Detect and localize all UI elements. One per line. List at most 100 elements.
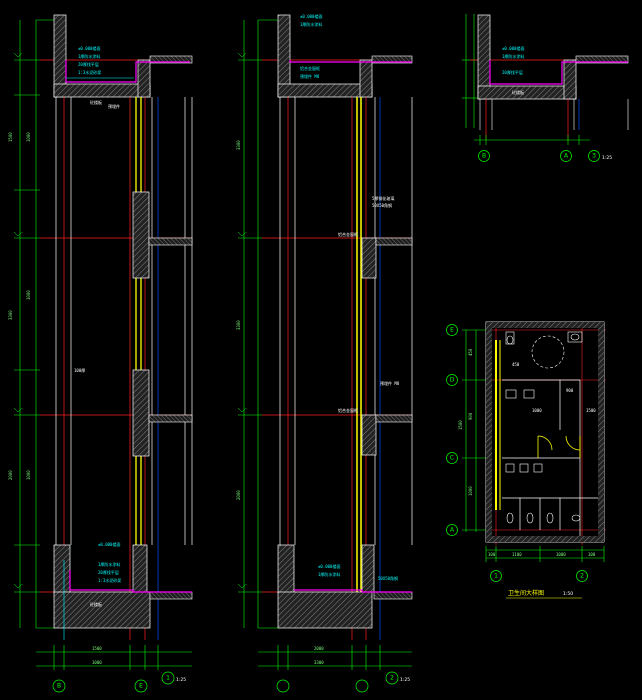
note: 1500 bbox=[586, 408, 596, 413]
note: ±0.000楼面 bbox=[318, 563, 340, 569]
dim-text: 1000 bbox=[26, 132, 31, 142]
annotations-a: ±0.000楼面 1厚防水涂料 20厚找平层 1:3水泥砂浆 砼楼板 预埋件 1… bbox=[74, 45, 121, 607]
level-marks-b bbox=[237, 52, 247, 589]
note: 50X50角钢 bbox=[378, 575, 398, 581]
plan-dimensions-bottom bbox=[485, 546, 605, 562]
svg-text:2: 2 bbox=[390, 675, 394, 682]
note: 1厚防水涂料 bbox=[300, 21, 322, 27]
note: 预埋件 M8 bbox=[300, 73, 320, 79]
plan-fixtures bbox=[505, 331, 583, 524]
dim-text: 1500 bbox=[8, 132, 13, 142]
note: 1厚防水涂料 bbox=[78, 53, 100, 59]
svg-text:1: 1 bbox=[166, 675, 170, 682]
slab-bottom-b bbox=[277, 591, 373, 629]
bottom-slab-right-a bbox=[149, 591, 193, 600]
axis-bubble-e: E bbox=[134, 679, 148, 693]
note: 1厚防水涂料 bbox=[318, 571, 340, 577]
beam-c bbox=[563, 59, 577, 100]
svg-text:1: 1 bbox=[494, 573, 498, 580]
slab-top-a bbox=[53, 83, 151, 98]
dimension-chain-left-c bbox=[462, 14, 478, 128]
svg-text:A: A bbox=[450, 527, 455, 534]
dim-text: 1000 bbox=[92, 660, 102, 665]
svg-text:B: B bbox=[482, 153, 486, 160]
dim-text: 1000 bbox=[26, 290, 31, 300]
dim-text: 3300 bbox=[236, 140, 241, 150]
note: 预埋件 bbox=[108, 103, 120, 109]
dim-text: 3300 bbox=[236, 320, 241, 330]
scale-text: 1:25 bbox=[400, 677, 410, 683]
mid-slab-2-a bbox=[148, 414, 193, 423]
note: 20厚找平层 bbox=[502, 69, 523, 75]
beam-top-b bbox=[359, 59, 373, 98]
floor-axis-lines-a bbox=[40, 59, 192, 593]
note: 20厚找平层 bbox=[98, 569, 119, 575]
section-detail-c: ±0.000楼面 1厚防水涂料 20厚找平层 砼楼板 B A 3 1:25 bbox=[462, 14, 629, 162]
mid-wall-2-a bbox=[132, 369, 150, 457]
dim-text: 1100 bbox=[512, 552, 522, 557]
mid-wall-2-b bbox=[361, 414, 377, 456]
note: 砼楼板 bbox=[512, 89, 524, 95]
axis-bubble-b-c: B bbox=[478, 150, 490, 162]
note: ±0.000楼面 bbox=[502, 45, 524, 51]
plan-doors bbox=[537, 435, 581, 458]
note: 铝合金窗框 bbox=[338, 231, 358, 237]
annotations-c: ±0.000楼面 1厚防水涂料 20厚找平层 砼楼板 bbox=[502, 45, 524, 95]
slab-top-b bbox=[277, 83, 373, 98]
wall-bottom-left-b bbox=[277, 544, 295, 594]
interior-lines-b bbox=[279, 97, 413, 640]
plan-outer-wall bbox=[485, 321, 605, 543]
plan-axis-2: 2 bbox=[576, 570, 588, 582]
plan-title-block: 卫生间大样图 1:50 bbox=[506, 589, 582, 599]
note: ±0.000楼面 bbox=[300, 13, 322, 19]
annotations-b: ±0.000楼面 1厚防水涂料 铝合金窗框 预埋件 M8 5厚钢化玻璃 50X5… bbox=[300, 13, 400, 581]
note: 450 bbox=[512, 362, 520, 367]
glazing-a bbox=[135, 97, 142, 548]
svg-text:3: 3 bbox=[592, 153, 596, 160]
dim-text: 3300 bbox=[8, 310, 13, 320]
note: 砼楼板 bbox=[90, 99, 102, 105]
scale-text: 1:25 bbox=[176, 677, 186, 683]
note: ±0.000楼面 bbox=[98, 541, 120, 547]
plan-scale: 1:50 bbox=[563, 591, 573, 597]
note: 1厚防水涂料 bbox=[502, 53, 524, 59]
dim-text: 2000 bbox=[236, 490, 241, 500]
dim-text: 100 bbox=[488, 552, 496, 557]
svg-text:E: E bbox=[139, 683, 143, 690]
dimension-chain-bottom-b bbox=[258, 645, 412, 670]
dimension-chain-left-a bbox=[14, 19, 56, 629]
dim-text: 1500 bbox=[92, 646, 102, 651]
plan-turning-circle bbox=[531, 335, 565, 369]
wall-bottom-left-a bbox=[53, 544, 71, 594]
dim-text: 900 bbox=[468, 412, 473, 420]
level-marks-a bbox=[13, 52, 23, 589]
plan-axis-a: A bbox=[446, 524, 458, 536]
note: 50X50角钢 bbox=[372, 202, 392, 208]
note: 900 bbox=[566, 388, 574, 393]
dim-text: 1000 bbox=[468, 486, 473, 496]
plan-labels: 450 900 1000 1500 bbox=[512, 362, 596, 413]
axis-bubble-b: B bbox=[52, 679, 66, 693]
plan-axis-c: C bbox=[446, 452, 458, 464]
dim-text: 1000 bbox=[26, 470, 31, 480]
axis-bubble-a-c: A bbox=[560, 150, 572, 162]
section-detail-a: 1500 3300 2000 1000 1000 1000 bbox=[8, 14, 193, 693]
scale-text: 1:25 bbox=[602, 155, 612, 161]
slab-c bbox=[477, 85, 577, 100]
mid-wall-1-a bbox=[132, 191, 150, 279]
waterproof-layer-top-a bbox=[65, 60, 190, 83]
mid-slab-1-a bbox=[148, 237, 193, 246]
note: 铝合金窗框 bbox=[300, 65, 320, 71]
plan-axis-e: E bbox=[446, 324, 458, 336]
axis-bubble-right-b bbox=[355, 679, 369, 693]
dimension-chain-bottom-a bbox=[36, 645, 192, 670]
section-mark-2: 2 1:25 bbox=[385, 671, 410, 685]
mid-wall-1-b bbox=[361, 237, 377, 279]
dim-text: 2000 bbox=[8, 470, 13, 480]
plan-axis-d: D bbox=[446, 374, 458, 386]
plan-title: 卫生间大样图 bbox=[508, 589, 544, 597]
note: 1:3水泥砂浆 bbox=[78, 69, 101, 75]
dim-text: 3300 bbox=[314, 660, 324, 665]
dim-text: 100 bbox=[588, 552, 596, 557]
dim-text: 450 bbox=[468, 348, 473, 356]
